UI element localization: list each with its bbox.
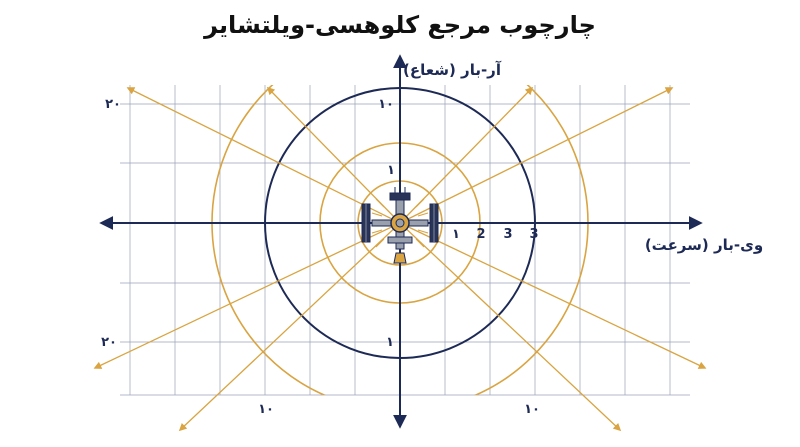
rbar-label: آر-بار (شعاع) bbox=[403, 61, 502, 79]
radial-arrow-4 bbox=[399, 87, 674, 224]
tick-r-1-top: ۱ bbox=[387, 163, 395, 178]
tick-top-left-20: ۲۰ bbox=[105, 97, 121, 112]
tick-r-10: ۱۰ bbox=[378, 97, 394, 112]
radial-arrow-8 bbox=[399, 222, 707, 369]
tick-r-1-bottom: ۱ bbox=[386, 335, 394, 350]
radial-arrow-5 bbox=[93, 222, 401, 369]
tick-v-2: 2 bbox=[476, 227, 485, 242]
tick-labels: ۲۰ ۲۰ ۱۰ ۱ ۱ ۱ 2 3 3 ۱۰ ۱۰ bbox=[101, 97, 540, 417]
tick-bottom-10-right: ۱۰ bbox=[524, 402, 540, 417]
radial-arrow-6 bbox=[178, 222, 401, 432]
radial-arrow-1 bbox=[126, 87, 401, 224]
tick-bottom-10-left: ۱۰ bbox=[258, 402, 274, 417]
radial-arrow-7 bbox=[399, 222, 622, 432]
vbar-label: وی-بار (سرعت) bbox=[645, 236, 763, 254]
tick-v-3a: 3 bbox=[503, 227, 512, 242]
tick-v-3b: 3 bbox=[529, 227, 538, 242]
space-station-icon bbox=[361, 187, 439, 264]
diagram-title: چارچوب مرجع کلوهسی-ویلتشایر bbox=[203, 11, 596, 39]
tick-v-1: ۱ bbox=[452, 227, 460, 242]
tick-bottom-left-20: ۲۰ bbox=[101, 335, 117, 350]
